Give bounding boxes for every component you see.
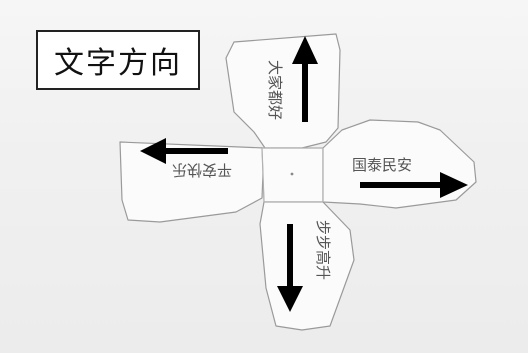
left-panel-handwriting: 平安快乐 (172, 161, 232, 179)
arrow-up-icon (292, 36, 318, 122)
top-panel-handwriting: 大家都好 (266, 60, 284, 120)
arrow-left-icon (140, 138, 228, 164)
title-text: 文字方向 (54, 46, 182, 81)
bottom-paper-panel (259, 201, 355, 331)
right-panel-handwriting: 国泰民安 (352, 156, 412, 174)
arrow-right-icon (360, 172, 468, 198)
bottom-panel-handwriting: 步步高升 (314, 220, 332, 280)
arrow-down-icon (277, 224, 303, 312)
title-label-box: 文字方向 (36, 30, 200, 90)
